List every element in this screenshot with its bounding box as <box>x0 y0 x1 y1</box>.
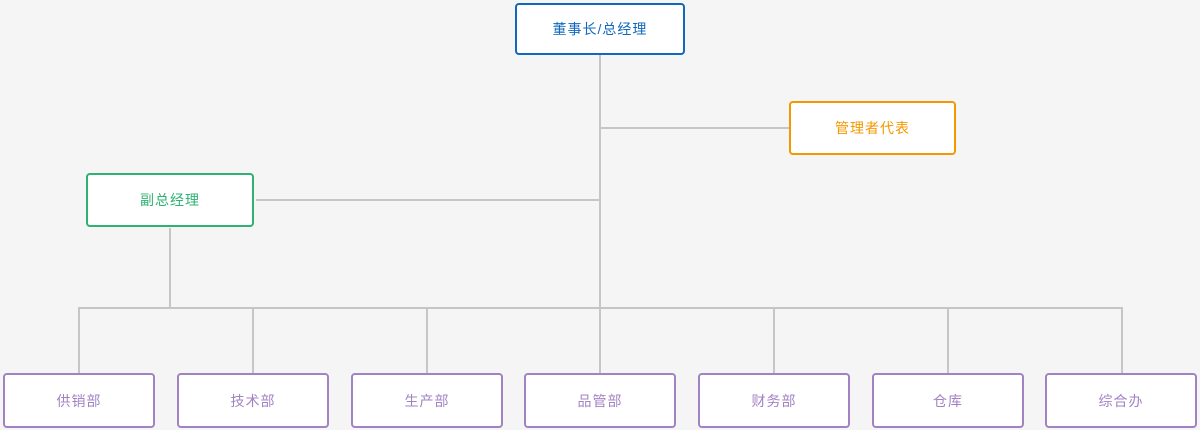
node-department-technology-label: 技术部 <box>230 392 276 409</box>
connector-to-deputy <box>256 199 601 201</box>
connector-drop-department-5 <box>773 307 775 374</box>
node-department-finance-label: 财务部 <box>751 392 797 409</box>
node-management-representative[interactable]: 管理者代表 <box>789 101 956 155</box>
node-department-supply-sales[interactable]: 供销部 <box>3 373 155 428</box>
node-department-quality-control-label: 品管部 <box>577 392 623 409</box>
node-chairman-general-manager-label: 董事长/总经理 <box>552 21 648 37</box>
node-department-production-label: 生产部 <box>404 392 450 409</box>
node-deputy-general-manager[interactable]: 副总经理 <box>86 173 254 227</box>
node-department-warehouse-label: 仓库 <box>933 392 963 409</box>
node-department-supply-sales-label: 供销部 <box>56 392 102 409</box>
node-deputy-general-manager-label: 副总经理 <box>140 192 200 208</box>
connector-drop-department-2 <box>252 307 254 374</box>
node-department-quality-control[interactable]: 品管部 <box>524 373 676 428</box>
node-department-general-affairs[interactable]: 综合办 <box>1045 373 1197 428</box>
node-department-warehouse[interactable]: 仓库 <box>872 373 1024 428</box>
connector-drop-department-6 <box>947 307 949 374</box>
node-department-finance[interactable]: 财务部 <box>698 373 850 428</box>
node-department-technology[interactable]: 技术部 <box>177 373 329 428</box>
connector-drop-department-4 <box>599 307 601 374</box>
connector-to-management-rep <box>599 127 791 129</box>
connector-trunk-vertical <box>599 55 601 374</box>
node-department-production[interactable]: 生产部 <box>351 373 503 428</box>
node-management-representative-label: 管理者代表 <box>835 120 910 136</box>
node-chairman-general-manager[interactable]: 董事长/总经理 <box>515 3 685 55</box>
node-department-general-affairs-label: 综合办 <box>1098 392 1144 409</box>
connector-deputy-drop <box>169 228 171 309</box>
connector-drop-department-7 <box>1121 307 1123 374</box>
connector-drop-department-1 <box>78 307 80 374</box>
connector-drop-department-3 <box>426 307 428 374</box>
